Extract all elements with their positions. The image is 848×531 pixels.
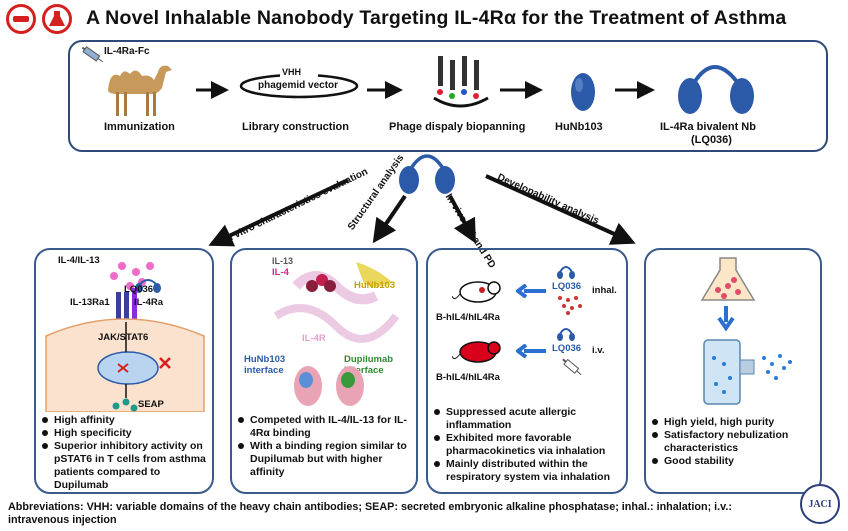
central-bivalent-nb-icon <box>399 154 455 194</box>
abbreviations-footer: Abbreviations: VHH: variable domains of … <box>8 501 732 526</box>
mouse-red-icon <box>452 341 501 363</box>
il4-label: IL-4 <box>272 267 289 278</box>
camel-icon <box>108 65 172 116</box>
seap-label: SEAP <box>138 399 164 410</box>
jaci-badge: JACI <box>800 484 840 524</box>
panel1-bullet: High affinity <box>42 414 210 427</box>
interface-surfaces <box>294 366 364 406</box>
protein-complex-structure <box>273 262 400 343</box>
panel1-bullet: Superior inhibitory activity on pSTAT6 i… <box>42 440 210 492</box>
flask-icon <box>42 4 72 34</box>
arrow-left-icon-2 <box>516 344 546 358</box>
page-title: A Novel Inhalable Nanobody Targeting IL-… <box>86 7 787 29</box>
panel3-bullet: Exhibited more favorable pharmacokinetic… <box>434 432 626 458</box>
il13-label: IL-13 <box>272 256 294 266</box>
antigen-label: IL-4Ra-Fc <box>104 46 150 57</box>
panel1-bullet: High specificity <box>42 427 210 440</box>
interface2-label: Dupilumab interface <box>344 354 394 376</box>
arrow-down-icon <box>717 306 735 332</box>
vector-label: phagemid vector <box>258 80 339 91</box>
nb-structure-label: HuNb103 <box>354 280 396 291</box>
panel3-bullets: Suppressed acute allergic inflammation E… <box>434 406 626 484</box>
route2-label: i.v. <box>592 345 605 356</box>
ligand-label: IL-4/IL-13 <box>58 255 100 266</box>
jak-stat-pathway-diagram <box>45 262 205 412</box>
panel-in-vivo <box>426 248 628 494</box>
il4r-label: IL-4R <box>302 333 326 344</box>
phage-biopanning-icon <box>433 56 489 108</box>
jaci-badge-text: JACI <box>808 498 832 510</box>
panel4-bullet: Satisfactory nebulization characteristic… <box>652 429 820 455</box>
panel4-bullet: High yield, high purity <box>652 416 820 429</box>
panel3-bullet: Suppressed acute allergic inflammation <box>434 406 626 432</box>
pathway-label: JAK/STAT6 <box>98 332 149 343</box>
phagemid-vector-icon <box>239 70 359 99</box>
hunb103-icon <box>571 73 595 111</box>
route1-label: inhal. <box>592 285 617 296</box>
injection-syringe-icon <box>562 358 582 376</box>
mouse-white-icon <box>452 281 501 303</box>
receptor1-label: IL-13Ra1 <box>70 297 110 308</box>
mouse1-label: B-hIL4/hIL4Ra <box>436 312 500 323</box>
bivalent-nb-icon <box>678 65 754 114</box>
panel-structural <box>230 248 418 494</box>
drug-label-lq036: LQ036 <box>124 284 154 295</box>
flask-culture-icon <box>700 257 756 301</box>
nebulizer-icon <box>703 339 792 405</box>
syringe-icon <box>81 46 104 63</box>
drug1-label: LQ036 <box>552 281 582 292</box>
panel-in-vitro <box>34 248 214 494</box>
panel2-bullet: With a binding region similar to Dupilum… <box>238 440 416 479</box>
panel4-bullet: Good stability <box>652 455 820 468</box>
step-phage-biopanning: Phage dispaly biopanning <box>389 121 526 133</box>
step-hunb103: HuNb103 <box>555 121 603 133</box>
step-library-construction: Library construction <box>242 121 349 133</box>
step-bivalent-nb: IL-4Ra bivalent Nb <box>660 121 756 133</box>
arrow-left-icon-1 <box>516 284 546 298</box>
panel1-bullets: High affinity High specificity Superior … <box>42 414 210 492</box>
step-immunization: Immunization <box>104 121 175 133</box>
vector-vhh-label: VHH <box>282 67 302 77</box>
panel4-bullets: High yield, high purity Satisfactory neb… <box>652 416 820 468</box>
panel2-bullet: Competed with IL-4/IL-13 for IL-4Rα bind… <box>238 414 416 440</box>
panel3-bullet: Mainly distributed within the respirator… <box>434 458 626 484</box>
step-bivalent-nb-sub: (LQ036) <box>691 134 732 146</box>
panel-developability <box>644 248 822 494</box>
drug-icon-1 <box>557 266 575 279</box>
mouse2-label: B-hIL4/hIL4Ra <box>436 372 500 383</box>
drug2-label: LQ036 <box>552 343 582 354</box>
aerosol-dots-icon <box>558 296 582 315</box>
panel2-bullets: Competed with IL-4/IL-13 for IL-4Rα bind… <box>238 414 416 479</box>
top-workflow-box <box>68 40 828 152</box>
drug-icon-2 <box>557 328 575 341</box>
journal-logo-icon <box>6 4 36 34</box>
receptor2-label: IL-4Ra <box>134 297 164 308</box>
interface1-label: HuNb103 interface <box>244 354 286 376</box>
